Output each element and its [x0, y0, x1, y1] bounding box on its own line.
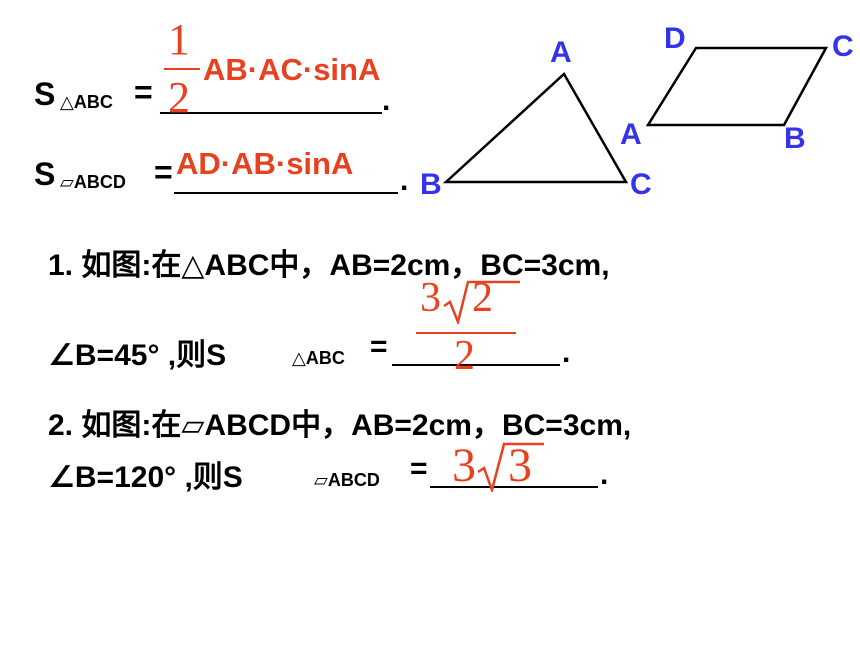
triangle-label-c: C: [630, 168, 652, 201]
formula2-period: .: [400, 164, 409, 197]
formula1-blank-line: [160, 112, 382, 114]
parallelogram-figure: [645, 46, 829, 127]
sqrt-icon: [443, 280, 520, 324]
problem2-answer: 3 3: [452, 438, 562, 498]
formula2-subscript: ▱ABCD: [60, 172, 126, 192]
formula1-subscript: △ABC: [60, 92, 113, 112]
answer1-radicand: 2: [472, 275, 493, 321]
problem2-equals: =: [410, 452, 428, 485]
parallelogram-label-a: A: [620, 118, 642, 151]
problem1-equals: =: [370, 330, 388, 363]
problem1-condition: ∠B=45° ,则S: [48, 339, 227, 372]
triangle-figure: [442, 72, 629, 184]
problem2-period: .: [600, 458, 609, 491]
answer1-fraction-bar: [416, 332, 516, 334]
answer2-coefficient: 3: [452, 439, 476, 492]
formula2-equals: =: [154, 154, 173, 190]
formula2-blank-line: [174, 192, 398, 194]
problem1-period: .: [562, 336, 571, 369]
sqrt-icon: [477, 442, 544, 492]
formula1-answer: AB·AC·sinA: [203, 52, 381, 87]
problem1-question: ∠B=45° ,则S △ABC =: [48, 330, 588, 380]
triangle-label-b: B: [420, 168, 442, 201]
problem1-subscript: △ABC: [292, 348, 345, 368]
fraction-numerator: 1: [168, 15, 190, 64]
triangle-label-a: A: [550, 36, 572, 69]
parallelogram-label-d: D: [664, 22, 686, 55]
formula2-answer: AD·AB·sinA: [176, 146, 354, 181]
answer1-denominator: 2: [454, 333, 475, 379]
formula2-s: S: [34, 156, 56, 192]
problem2-question: ∠B=120° ,则S ▱ABCD =: [48, 452, 608, 502]
parallelogram-shape: [645, 46, 829, 127]
formula-parallelogram-area: S ▱ABCD =: [30, 150, 430, 210]
answer2-radicand: 3: [508, 439, 532, 492]
formula-triangle-area: S △ABC =: [30, 70, 430, 130]
formula1-s: S: [34, 76, 56, 112]
problem1-statement: 1. 如图:在△ABC中，AB=2cm，BC=3cm,: [48, 249, 610, 282]
parallelogram-label-b: B: [784, 122, 806, 155]
answer1-coefficient: 3: [420, 275, 441, 321]
fraction-denominator: 2: [168, 73, 190, 122]
formula1-period: .: [382, 84, 391, 117]
problem1-answer: 3 2 2: [414, 274, 524, 384]
problem2-statement: 2. 如图:在▱ABCD中，AB=2cm，BC=3cm,: [48, 409, 632, 442]
problem2-subscript: ▱ABCD: [314, 470, 380, 490]
problem2-condition: ∠B=120° ,则S: [48, 461, 243, 494]
formula1-fraction: 1 2: [160, 14, 200, 124]
fraction-bar: [164, 68, 200, 70]
problem2-blank-line: [430, 486, 598, 488]
problem1-blank-line: [392, 364, 560, 366]
formula1-equals: =: [134, 74, 153, 110]
parallelogram-label-c: C: [832, 30, 854, 63]
triangle-shape: [442, 72, 629, 184]
